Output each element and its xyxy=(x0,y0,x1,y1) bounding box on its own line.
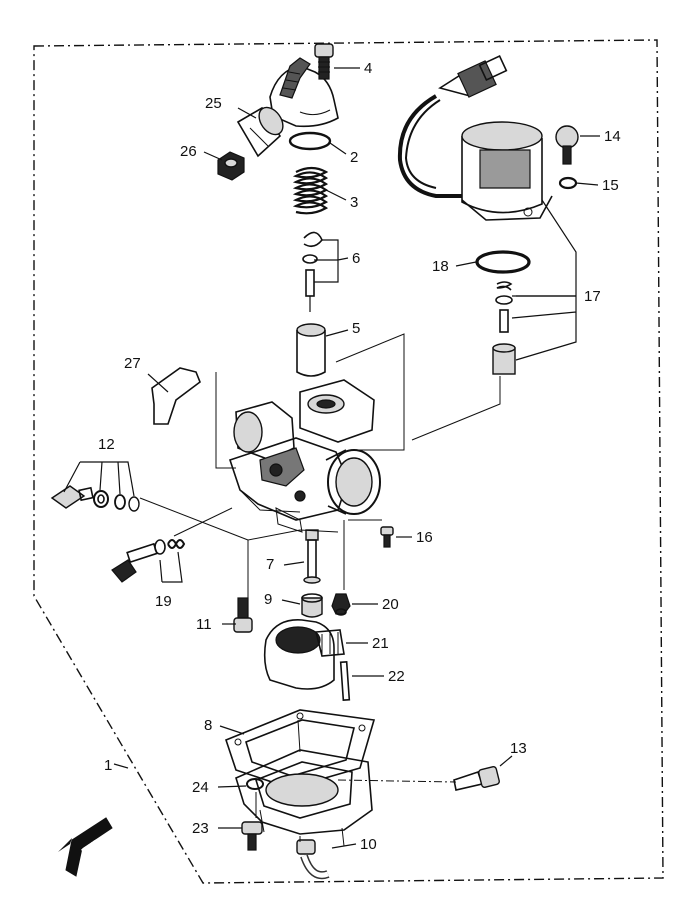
callout-19: 19 xyxy=(155,593,172,610)
spring-3-part xyxy=(292,166,329,215)
callout-3: 3 xyxy=(350,194,358,211)
drain-screw-13-part xyxy=(453,766,500,791)
callout-24: 24 xyxy=(192,779,209,796)
callout-8: 8 xyxy=(204,717,212,734)
callout-18: 18 xyxy=(432,258,449,275)
carburetor-body-part xyxy=(228,379,381,533)
idle-jet-11-part xyxy=(233,597,253,633)
callout-15: 15 xyxy=(602,177,619,194)
float-21-part xyxy=(263,619,345,690)
callout-5: 5 xyxy=(352,320,360,337)
float-pin-22-part xyxy=(339,660,351,702)
throttle-slide-5-part xyxy=(296,323,326,377)
washer-15-part xyxy=(558,176,578,190)
callout-labels: 4 25 26 2 3 6 5 14 15 18 17 27 12 16 7 1… xyxy=(98,60,621,853)
top-cap-part xyxy=(269,57,339,128)
oring-2-part xyxy=(288,131,332,151)
leader-lines xyxy=(63,67,600,849)
fwd-arrow-icon: FWD xyxy=(58,817,113,877)
callout-6: 6 xyxy=(352,250,360,267)
callout-4: 4 xyxy=(364,60,372,77)
nut-26-part xyxy=(217,151,245,181)
assembly-boundary xyxy=(33,39,664,884)
callout-20: 20 xyxy=(382,596,399,613)
callout-7: 7 xyxy=(266,556,274,573)
callout-25: 25 xyxy=(205,95,222,112)
callout-12: 12 xyxy=(98,436,115,453)
callout-11: 11 xyxy=(196,616,212,633)
needle-clip-6-part xyxy=(302,231,323,312)
tube-25-part xyxy=(236,106,284,158)
main-jet-9-part xyxy=(301,593,323,618)
pilot-screw-12-part xyxy=(50,485,140,512)
oring-18-part xyxy=(475,250,531,274)
throttle-stop-19-part xyxy=(111,539,186,583)
needle-jet-7-part xyxy=(303,529,321,584)
callout-13: 13 xyxy=(510,740,527,757)
callout-10: 10 xyxy=(360,836,377,853)
screw-4-part xyxy=(314,43,334,80)
callout-27: 27 xyxy=(124,355,141,372)
callout-21: 21 xyxy=(372,635,389,652)
float-chamber-gasket-8-part xyxy=(225,709,376,789)
callout-16: 16 xyxy=(416,529,433,546)
callout-14: 14 xyxy=(604,128,621,145)
screw-16-part xyxy=(380,526,394,548)
drain-tube-10-part xyxy=(296,839,330,880)
screw-23-part xyxy=(241,821,263,851)
callout-17: 17 xyxy=(584,288,601,305)
washer-24-part xyxy=(246,778,264,790)
float-chamber-bowl-part xyxy=(235,749,373,847)
callout-9: 9 xyxy=(264,591,272,608)
alignment-lines xyxy=(139,333,501,842)
callout-1: 1 xyxy=(104,757,112,774)
callout-22: 22 xyxy=(388,668,405,685)
hose-27-part xyxy=(151,367,201,425)
callout-2: 2 xyxy=(350,149,358,166)
callout-26: 26 xyxy=(180,143,197,160)
float-valve-20-part xyxy=(331,593,351,616)
auto-choke-unit-part xyxy=(397,55,553,221)
plunger-17-part xyxy=(492,281,516,375)
callout-23: 23 xyxy=(192,820,209,837)
screw-14-part xyxy=(555,125,579,165)
